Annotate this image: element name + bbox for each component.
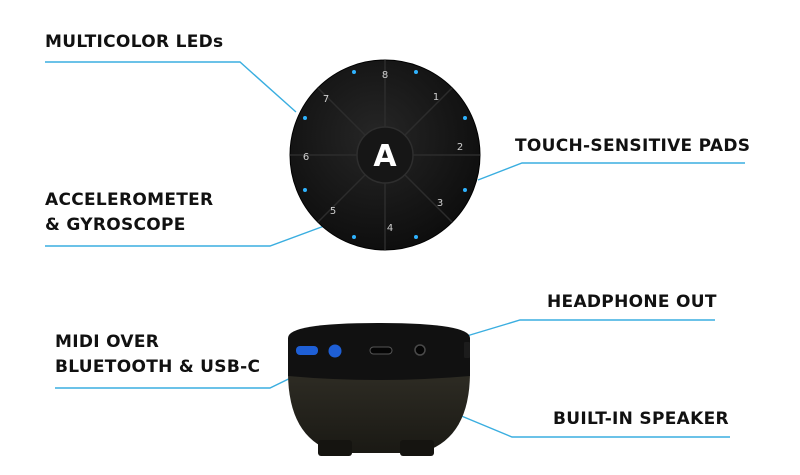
foot-left	[318, 440, 352, 456]
headphone-jack	[414, 344, 426, 356]
speaker-body	[288, 372, 470, 453]
pad-number-8: 8	[382, 70, 388, 81]
foot-right	[400, 440, 434, 456]
led-ring	[303, 70, 467, 239]
pad-number-1: 1	[433, 92, 439, 103]
pad-number-3: 3	[437, 198, 443, 209]
bluetooth-button	[328, 344, 342, 358]
callout-line-accel	[45, 221, 336, 247]
pad-number-6: 6	[303, 152, 309, 163]
label-built-in-speaker: BUILT-IN SPEAKER	[553, 409, 729, 429]
label-headphone-out: HEADPHONE OUT	[547, 292, 717, 312]
pad-number-5: 5	[330, 206, 336, 217]
callout-line-leds	[45, 61, 297, 113]
pad-number-4: 4	[387, 223, 393, 234]
label-touch-sensitive-pads: TOUCH-SENSITIVE PADS	[515, 136, 751, 156]
logo-a: A	[373, 139, 397, 174]
side-tab	[464, 342, 470, 358]
callout-line-pads	[477, 162, 745, 181]
callout-line-speaker	[446, 409, 730, 438]
pad-number-2: 2	[457, 142, 463, 153]
usb-c-port	[369, 346, 393, 355]
power-switch	[296, 346, 318, 355]
label-midi-bluetooth-usbc: MIDI OVER BLUETOOTH & USB-C	[55, 332, 261, 377]
center-button	[356, 126, 414, 184]
label-multicolor-leds: MULTICOLOR LEDs	[45, 32, 224, 52]
pad-number-7: 7	[323, 94, 329, 105]
label-accelerometer-gyroscope: ACCELEROMETER & GYROSCOPE	[45, 190, 214, 235]
